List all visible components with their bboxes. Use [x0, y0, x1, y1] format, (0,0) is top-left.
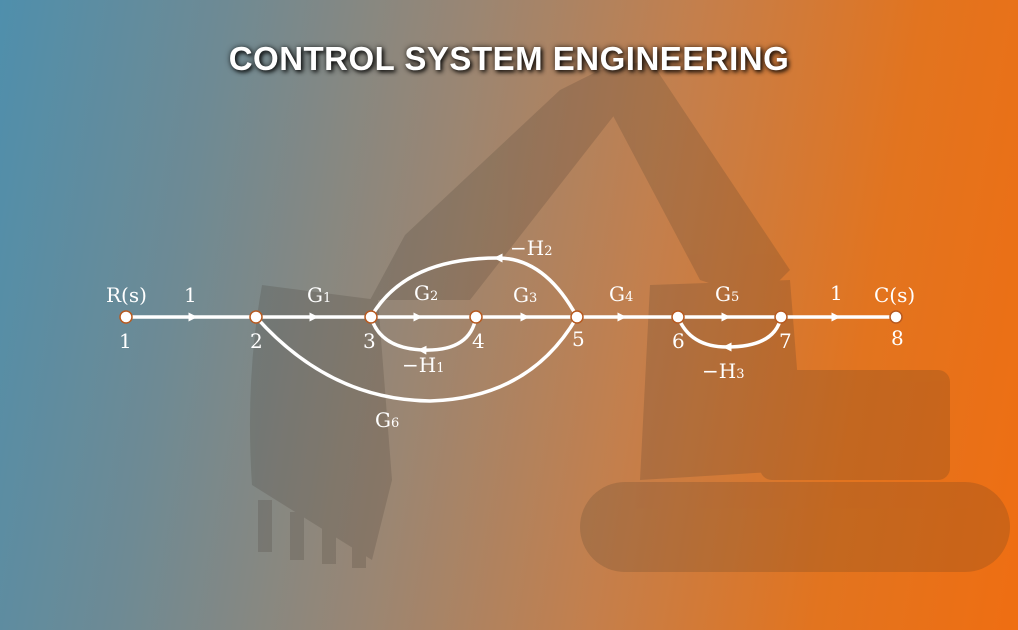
bucket-tooth	[322, 522, 336, 564]
gain-label-g2: G2	[414, 281, 438, 305]
gain-label-g4: G4	[609, 282, 633, 306]
branch-2-5-feedforward	[254, 315, 579, 403]
gain-label-h1: −H1	[402, 353, 444, 377]
node-6	[671, 310, 685, 324]
page-title: CONTROL SYSTEM ENGINEERING	[228, 40, 790, 77]
excavator-boom	[600, 60, 790, 300]
bucket-tooth	[290, 512, 304, 560]
excavator-body	[760, 370, 950, 480]
node-1	[119, 310, 133, 324]
node-label-1: 1	[119, 329, 132, 353]
gain-label-h2: −H2	[510, 236, 552, 260]
node-label-4: 4	[472, 329, 485, 353]
gain-label-g1: G1	[307, 283, 331, 307]
node-8	[889, 310, 903, 324]
gain-label-7-8: 1	[830, 281, 843, 305]
node-label-2: 2	[250, 329, 263, 353]
input-label: R(s)	[106, 283, 147, 307]
gain-label-g5: G5	[715, 282, 739, 306]
node-label-7: 7	[779, 329, 792, 353]
node-label-8: 8	[891, 326, 904, 350]
node-2	[249, 310, 263, 324]
gain-label-1-2: 1	[184, 283, 197, 307]
gain-label-g6: G6	[375, 408, 399, 432]
node-label-5: 5	[572, 327, 585, 351]
excavator-cab	[640, 280, 805, 480]
node-5	[570, 310, 584, 324]
node-4	[469, 310, 483, 324]
excavator-track	[580, 482, 1010, 572]
output-label: C(s)	[874, 283, 915, 307]
bucket-tooth	[258, 500, 272, 552]
branch-5-3-feedback	[369, 253, 579, 319]
branch-7-6-feedback	[676, 315, 783, 352]
node-3	[364, 310, 378, 324]
branch-4-3-feedback	[369, 315, 478, 355]
bucket-tooth	[352, 530, 366, 568]
excavator-arm	[370, 70, 630, 300]
gain-label-g3: G3	[513, 283, 537, 307]
node-7	[774, 310, 788, 324]
node-label-6: 6	[672, 329, 685, 353]
node-label-3: 3	[363, 329, 376, 353]
gain-label-h3: −H3	[702, 359, 744, 383]
excavator-bucket	[249, 285, 392, 560]
